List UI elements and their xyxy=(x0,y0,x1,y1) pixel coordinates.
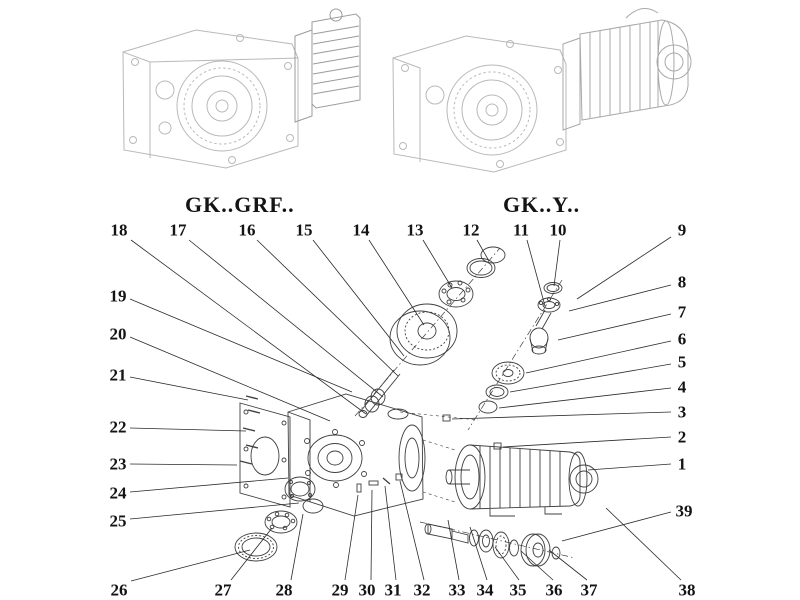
leader-line-17 xyxy=(188,239,384,398)
part-number-37: 37 xyxy=(580,580,598,600)
part-number-16: 16 xyxy=(238,220,256,240)
assembled-right-motor xyxy=(562,8,692,131)
leader-line-32 xyxy=(399,480,425,581)
leader-line-35 xyxy=(494,546,520,581)
exploded-motor xyxy=(445,444,599,517)
leader-line-13 xyxy=(422,239,453,289)
part-number-31: 31 xyxy=(384,580,402,600)
part-number-4: 4 xyxy=(677,377,687,397)
leader-line-15 xyxy=(312,239,405,357)
leader-line-6 xyxy=(525,340,672,374)
part-number-30: 30 xyxy=(358,580,376,600)
leader-line-28 xyxy=(290,513,304,581)
front-flange-parts xyxy=(239,395,291,508)
leader-line-23 xyxy=(129,463,238,466)
leader-line-10 xyxy=(553,239,561,287)
part-number-14: 14 xyxy=(352,220,370,240)
alignment-dashes xyxy=(399,411,479,503)
part-number-22: 22 xyxy=(109,417,127,437)
gear-housing xyxy=(287,393,451,517)
leader-line-37 xyxy=(548,549,588,581)
flange-screws xyxy=(239,395,261,465)
leader-line-2 xyxy=(502,436,672,448)
leader-line-31 xyxy=(384,485,397,581)
part-number-29: 29 xyxy=(331,580,349,600)
part-number-35: 35 xyxy=(509,580,527,600)
part-number-26: 26 xyxy=(110,580,128,600)
leader-line-24 xyxy=(129,477,289,493)
assembled-view-gk-y xyxy=(392,35,567,173)
part-number-12: 12 xyxy=(462,220,480,240)
part-number-33: 33 xyxy=(448,580,466,600)
leader-line-20 xyxy=(129,336,331,422)
part-number-8: 8 xyxy=(677,272,687,292)
part-number-11: 11 xyxy=(512,220,530,240)
part-number-20: 20 xyxy=(109,324,127,344)
leader-line-1 xyxy=(587,463,672,471)
leader-line-19 xyxy=(129,298,353,393)
input-gear-stack xyxy=(358,246,506,418)
assembled-left-fan-cap xyxy=(294,8,361,123)
leader-line-8 xyxy=(568,284,672,312)
part-number-10: 10 xyxy=(549,220,567,240)
part-number-17: 17 xyxy=(169,220,187,240)
leader-line-38 xyxy=(605,507,682,581)
part-number-7: 7 xyxy=(677,302,687,322)
output-cover-parts xyxy=(234,476,324,562)
leader-line-34 xyxy=(469,526,488,581)
leader-line-21 xyxy=(129,376,249,401)
leader-line-25 xyxy=(129,502,300,520)
leader-line-5 xyxy=(509,363,672,393)
leader-line-18 xyxy=(130,239,367,415)
leader-line-7 xyxy=(557,313,672,341)
leader-line-30 xyxy=(370,489,373,581)
leader-line-36 xyxy=(520,550,554,581)
assembled-view-gk-grf xyxy=(122,29,299,169)
part-number-9: 9 xyxy=(677,220,687,240)
exploded-view xyxy=(234,246,599,567)
part-number-15: 15 xyxy=(295,220,313,240)
part-number-23: 23 xyxy=(109,454,127,474)
leader-line-16 xyxy=(256,239,399,377)
part-number-3: 3 xyxy=(677,402,687,422)
part-number-18: 18 xyxy=(110,220,128,240)
leader-line-14 xyxy=(368,239,425,326)
leader-line-26 xyxy=(130,549,251,582)
part-number-5: 5 xyxy=(677,352,687,372)
leader-line-4 xyxy=(498,387,672,409)
leader-line-12 xyxy=(476,239,490,262)
part-number-27: 27 xyxy=(214,580,232,600)
leader-line-29 xyxy=(344,494,359,581)
part-number-34: 34 xyxy=(476,580,494,600)
part-number-13: 13 xyxy=(406,220,424,240)
variant-label-gk-y: GK..Y.. xyxy=(503,192,581,217)
part-number-19: 19 xyxy=(109,286,127,306)
part-number-28: 28 xyxy=(275,580,293,600)
variant-label-gk-grf: GK..GRF.. xyxy=(185,192,295,217)
part-number-36: 36 xyxy=(545,580,563,600)
part-number-25: 25 xyxy=(109,511,127,531)
part-number-2: 2 xyxy=(677,427,687,447)
part-number-1: 1 xyxy=(677,454,687,474)
part-number-39: 39 xyxy=(675,501,693,521)
part-number-24: 24 xyxy=(109,483,127,503)
axis-centerlines xyxy=(354,247,576,559)
bevel-pinion-stack xyxy=(478,282,563,414)
part-number-21: 21 xyxy=(109,365,127,385)
small-fasteners xyxy=(356,442,502,493)
leader-line-3 xyxy=(451,411,672,420)
leader-line-22 xyxy=(129,427,247,432)
part-number-6: 6 xyxy=(677,329,687,349)
part-number-38: 38 xyxy=(678,580,696,600)
part-number-32: 32 xyxy=(413,580,431,600)
leader-line-33 xyxy=(447,519,460,581)
leader-line-11 xyxy=(526,239,546,307)
leader-line-9 xyxy=(576,236,672,300)
leader-line-27 xyxy=(230,527,273,581)
leader-line-39 xyxy=(561,511,672,542)
